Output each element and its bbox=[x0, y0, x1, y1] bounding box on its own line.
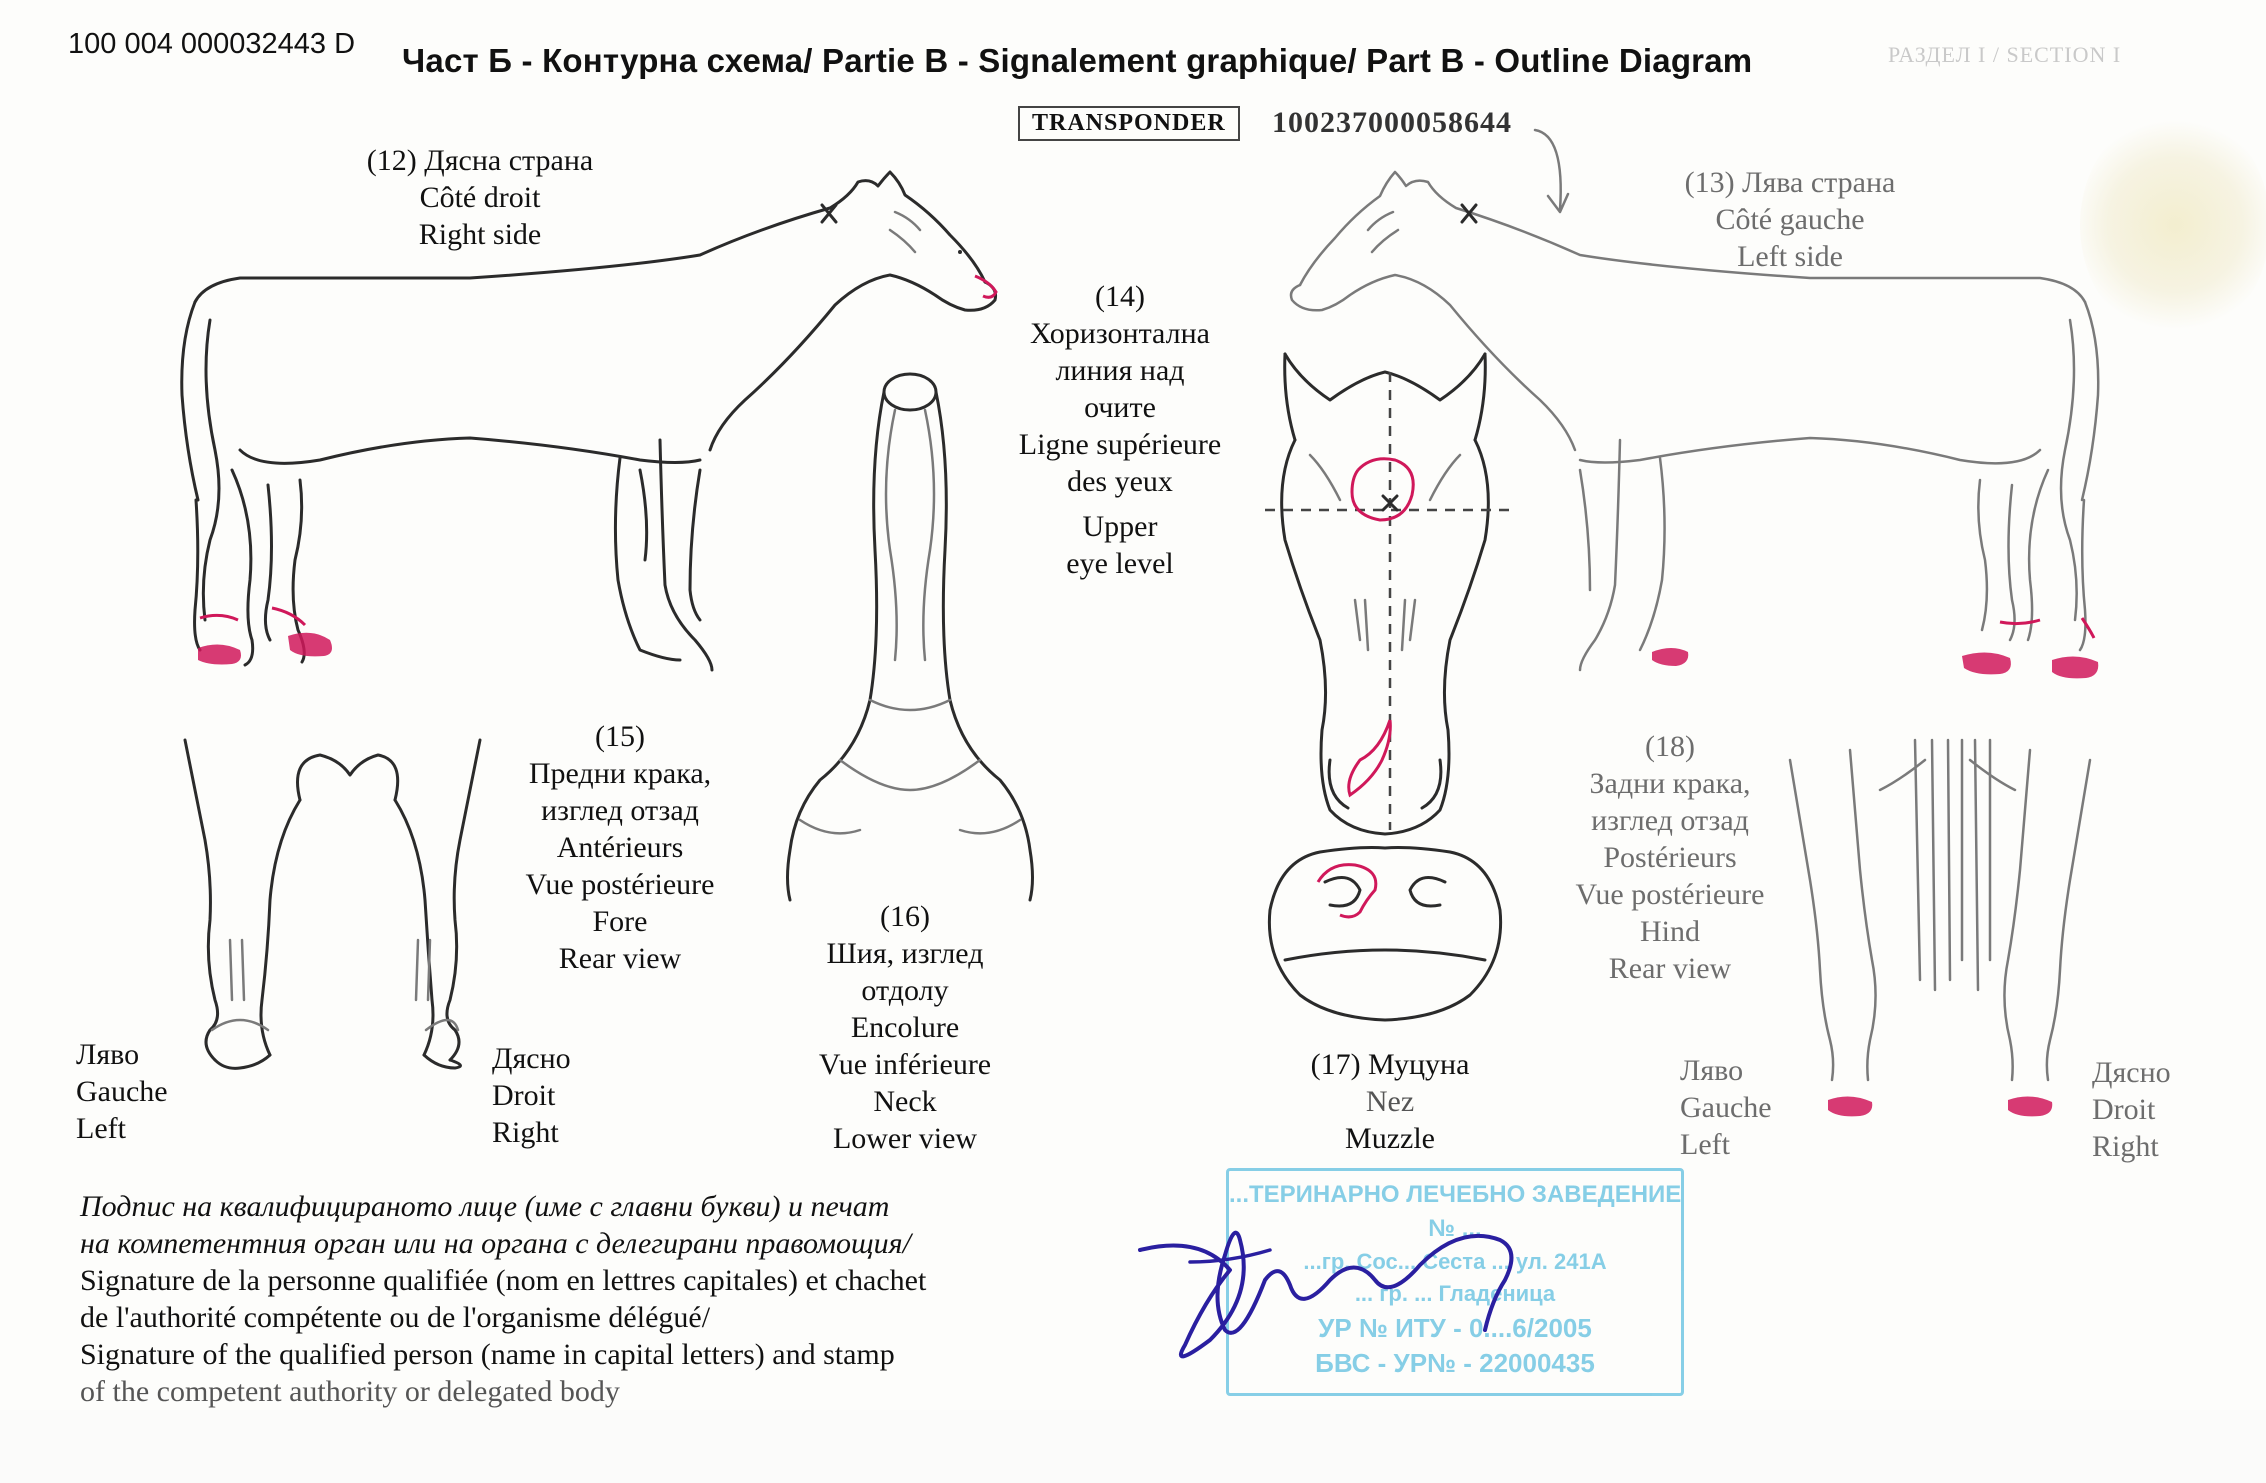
label-neck-line: Encolure bbox=[850, 1011, 960, 1044]
footer-line-en-2: of the competent authority or delegated … bbox=[80, 1375, 620, 1408]
label-left-side-line: Left side bbox=[1737, 240, 1843, 273]
transponder-label: TRANSPONDER bbox=[1018, 106, 1240, 141]
label-neck-line: (16) bbox=[880, 900, 930, 933]
horse-head-front bbox=[1265, 352, 1510, 836]
label-left-side-line: (13) Лява страна bbox=[1684, 166, 1896, 199]
label-neck-line: Шия, изглед bbox=[826, 937, 984, 970]
label-muzzle-line: (17) Муцуна bbox=[1310, 1048, 1470, 1081]
horse-right-side bbox=[180, 170, 998, 672]
label-right-side-line: Right side bbox=[418, 218, 542, 251]
label-eye-level-line: линия над bbox=[1055, 354, 1185, 387]
label-eye-level-line: Ligne supérieure bbox=[1018, 428, 1222, 461]
label-muzzle-line: Nez bbox=[1365, 1085, 1415, 1118]
footer-line-bg-1: Подпис на квалифицираното лице (име с гл… bbox=[80, 1190, 890, 1223]
horse-muzzle bbox=[1267, 846, 1503, 1022]
label-fore-left-line: Ляво bbox=[76, 1038, 140, 1071]
label-hind-line: Задни крака, bbox=[1589, 767, 1751, 800]
signature bbox=[1138, 1230, 1514, 1359]
label-hind-line: (18) bbox=[1645, 730, 1695, 763]
label-eye-level: (14) Хоризонтална линия над очите Ligne … bbox=[980, 278, 1260, 582]
stamp-line: ...гр. Сос... Сеста ... ул. 241А bbox=[1303, 1249, 1607, 1274]
stamp-line: ...ТЕРИНАРНО ЛЕЧЕБНО ЗАВЕДЕНИЕ bbox=[1229, 1181, 1682, 1208]
label-neck-line: Neck bbox=[873, 1085, 937, 1118]
label-hind-right-line: Right bbox=[2092, 1130, 2159, 1163]
transponder-arrow bbox=[1533, 128, 1570, 214]
label-eye-level-line: очите bbox=[1084, 391, 1156, 424]
label-muzzle-line: Muzzle bbox=[1345, 1122, 1435, 1155]
label-hind-line: Postérieurs bbox=[1603, 841, 1737, 874]
label-hind: (18) Задни крака, изглед отзад Postérieu… bbox=[1540, 728, 1800, 987]
label-fore-left-line: Gauche bbox=[76, 1075, 168, 1108]
label-eye-level-line: Хоризонтална bbox=[1030, 317, 1210, 350]
page-edge bbox=[0, 1410, 2266, 1483]
label-neck-line: отдолу bbox=[861, 974, 949, 1007]
label-left-side: (13) Лява страна Côté gauche Left side bbox=[1640, 164, 1940, 275]
label-eye-level-line: (14) bbox=[1095, 280, 1145, 313]
label-eye-level-line: Upper bbox=[1082, 510, 1158, 543]
transponder-number: 100237000058644 bbox=[1272, 106, 1512, 139]
label-fore-line: Fore bbox=[592, 905, 648, 938]
label-hind-left-line: Left bbox=[1680, 1128, 1730, 1161]
label-fore-line: (15) bbox=[595, 720, 645, 753]
label-fore-line: Rear view bbox=[558, 942, 682, 975]
footer-line-bg-2: на компетентния орган или на органа с де… bbox=[80, 1227, 911, 1260]
label-fore: (15) Предни крака, изглед отзад Antérieu… bbox=[490, 718, 750, 977]
label-fore-line: Antérieurs bbox=[556, 831, 684, 864]
page-title: Част Б - Контурна схема/ Partie B - Sign… bbox=[402, 42, 1753, 79]
label-hind-left-line: Gauche bbox=[1680, 1091, 1772, 1124]
label-right-side-line: Côté droit bbox=[419, 181, 541, 214]
label-fore-line: Vue postérieure bbox=[525, 868, 715, 901]
label-hind-line: Hind bbox=[1640, 915, 1700, 948]
neck-lower-view bbox=[786, 372, 1034, 902]
label-hind-right-line: Дясно bbox=[2092, 1056, 2171, 1089]
label-eye-level-line: eye level bbox=[1066, 547, 1174, 580]
footer-line-fr-2: de l'authorité compétente ou de l'organi… bbox=[80, 1301, 711, 1334]
label-right-side-line: (12) Дясна страна bbox=[366, 144, 594, 177]
label-neck-line: Vue inférieure bbox=[818, 1048, 992, 1081]
label-fore-right-line: Right bbox=[492, 1116, 559, 1149]
label-hind-left-line: Ляво bbox=[1680, 1054, 1744, 1087]
label-hind-line: Vue postérieure bbox=[1575, 878, 1765, 911]
signature-instructions: Подпис на квалифицираното лице (име с гл… bbox=[80, 1188, 926, 1410]
stamp-line: ... гр. ... Гладеница bbox=[1354, 1281, 1556, 1306]
official-stamp: ...ТЕРИНАРНО ЛЕЧЕБНО ЗАВЕДЕНИЕ № ... ...… bbox=[1226, 1168, 1684, 1396]
label-left-side-line: Côté gauche bbox=[1715, 203, 1865, 236]
stamp-line: УР № ИТУ - 0....6/2005 bbox=[1318, 1313, 1592, 1343]
section-mark: РАЗДЕЛ I / SECTION I bbox=[1888, 42, 2122, 67]
label-fore-right-line: Дясно bbox=[492, 1042, 571, 1075]
label-fore-left-line: Left bbox=[76, 1112, 126, 1145]
label-fore-right-line: Droit bbox=[492, 1079, 556, 1112]
label-right-side: (12) Дясна страна Côté droit Right side bbox=[330, 142, 630, 253]
document-serial: 100 004 000032443 D bbox=[68, 28, 356, 60]
fore-legs-rear-view bbox=[183, 738, 482, 1070]
label-muzzle: (17) Муцуна Nez Muzzle bbox=[1240, 1046, 1540, 1157]
label-hind-left: Ляво Gauche Left bbox=[1680, 1052, 1772, 1163]
footer-line-en-1: Signature of the qualified person (name … bbox=[80, 1338, 895, 1371]
hologram-seal bbox=[2080, 110, 2266, 340]
label-neck-line: Lower view bbox=[832, 1122, 978, 1155]
label-eye-level-line: des yeux bbox=[1067, 465, 1173, 498]
horse-left-side bbox=[1289, 170, 2100, 679]
label-hind-right: Дясно Droit Right bbox=[2092, 1054, 2171, 1165]
hind-legs-rear-view bbox=[1788, 738, 2092, 1117]
label-hind-line: изглед отзад bbox=[1591, 804, 1749, 837]
label-fore-line: изглед отзад bbox=[541, 794, 699, 827]
label-hind-right-line: Droit bbox=[2092, 1093, 2156, 1126]
stamp-line: БВС - УР№ - 22000435 bbox=[1315, 1348, 1595, 1378]
footer-line-fr-1: Signature de la personne qualifiée (nom … bbox=[80, 1264, 927, 1297]
label-fore-line: Предни крака, bbox=[528, 757, 712, 790]
label-fore-left: Ляво Gauche Left bbox=[76, 1036, 168, 1147]
label-fore-right: Дясно Droit Right bbox=[492, 1040, 571, 1151]
label-hind-line: Rear view bbox=[1608, 952, 1732, 985]
label-neck: (16) Шия, изглед отдолу Encolure Vue inf… bbox=[770, 898, 1040, 1157]
